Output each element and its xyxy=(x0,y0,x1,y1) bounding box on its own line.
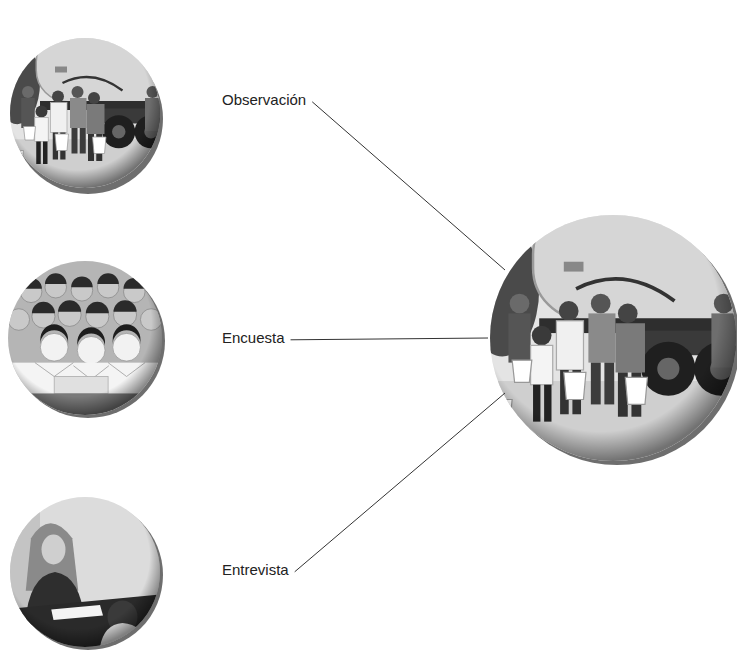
technique-label: Observación xyxy=(222,91,306,109)
technique-label: Encuesta xyxy=(222,329,285,347)
leader-line xyxy=(291,338,488,340)
leader-line xyxy=(295,393,505,572)
photo-circle: Observación xyxy=(10,38,160,188)
photo-circle: Encuesta xyxy=(8,261,162,415)
photo-circle: Entrevista xyxy=(10,497,160,647)
technique-label: Entrevista xyxy=(222,561,289,579)
leader-line xyxy=(312,102,505,270)
